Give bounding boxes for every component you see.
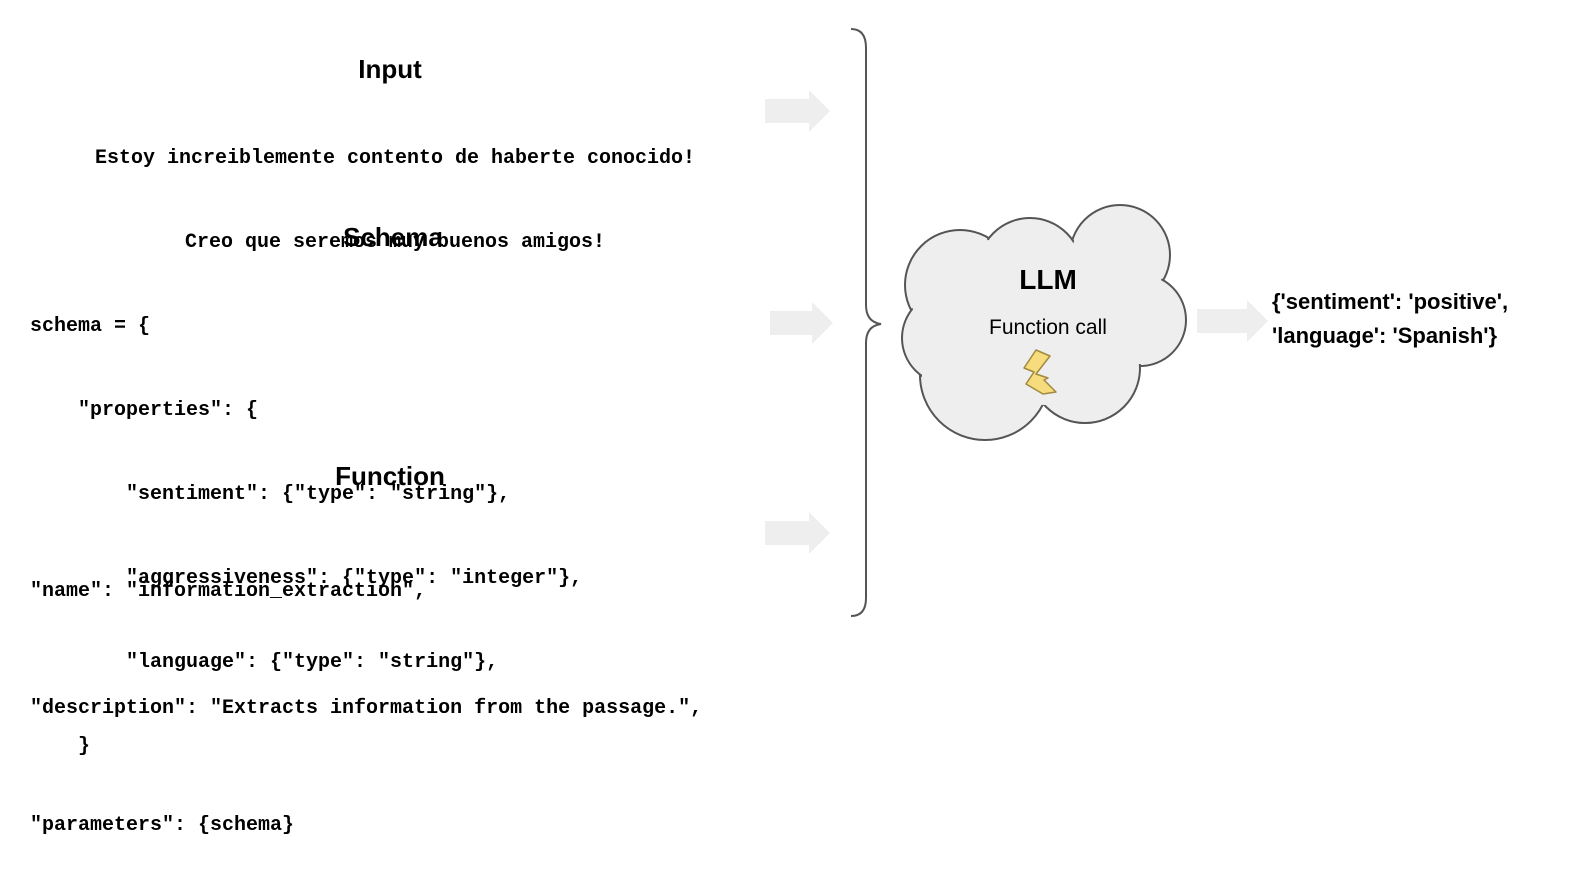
schema-line: "aggressiveness": {"type": "integer"}, [30, 567, 583, 590]
output-line: 'language': 'Spanish'} [1272, 323, 1498, 348]
input-line: Creo que seremos muy buenos amigos! [184, 231, 606, 254]
function-heading: Function [335, 461, 445, 491]
function-line: "description": "Extracts information fro… [30, 697, 703, 720]
schema-line: "properties": { [30, 399, 259, 422]
diagram-graphics [765, 28, 1268, 617]
llm-title: LLM [1019, 264, 1077, 295]
function-code: "name": "information_extraction", "descr… [30, 494, 702, 884]
input-text: Estoy increiblemente contento de haberte… [25, 89, 765, 285]
schema-line: "sentiment": {"type": "string"}, [30, 483, 511, 506]
lightning-icon [1023, 349, 1057, 395]
curly-brace [850, 28, 882, 617]
output-text: {'sentiment': 'positive', 'language': 'S… [1272, 285, 1508, 353]
llm-subtitle: Function call [989, 316, 1107, 339]
arrow-input [765, 90, 830, 132]
arrow-output [1197, 300, 1268, 342]
function-line: "name": "information_extraction", [30, 580, 427, 603]
cloud-icon [901, 204, 1187, 441]
output-line: {'sentiment': 'positive', [1272, 289, 1509, 314]
arrow-function [765, 512, 830, 554]
schema-heading: Schema [343, 222, 443, 252]
input-line: Estoy increiblemente contento de haberte… [94, 147, 696, 170]
arrow-schema [770, 302, 833, 344]
input-heading: Input [358, 54, 422, 84]
schema-line: schema = { [30, 315, 151, 338]
function-line: "parameters": {schema} [30, 814, 295, 837]
